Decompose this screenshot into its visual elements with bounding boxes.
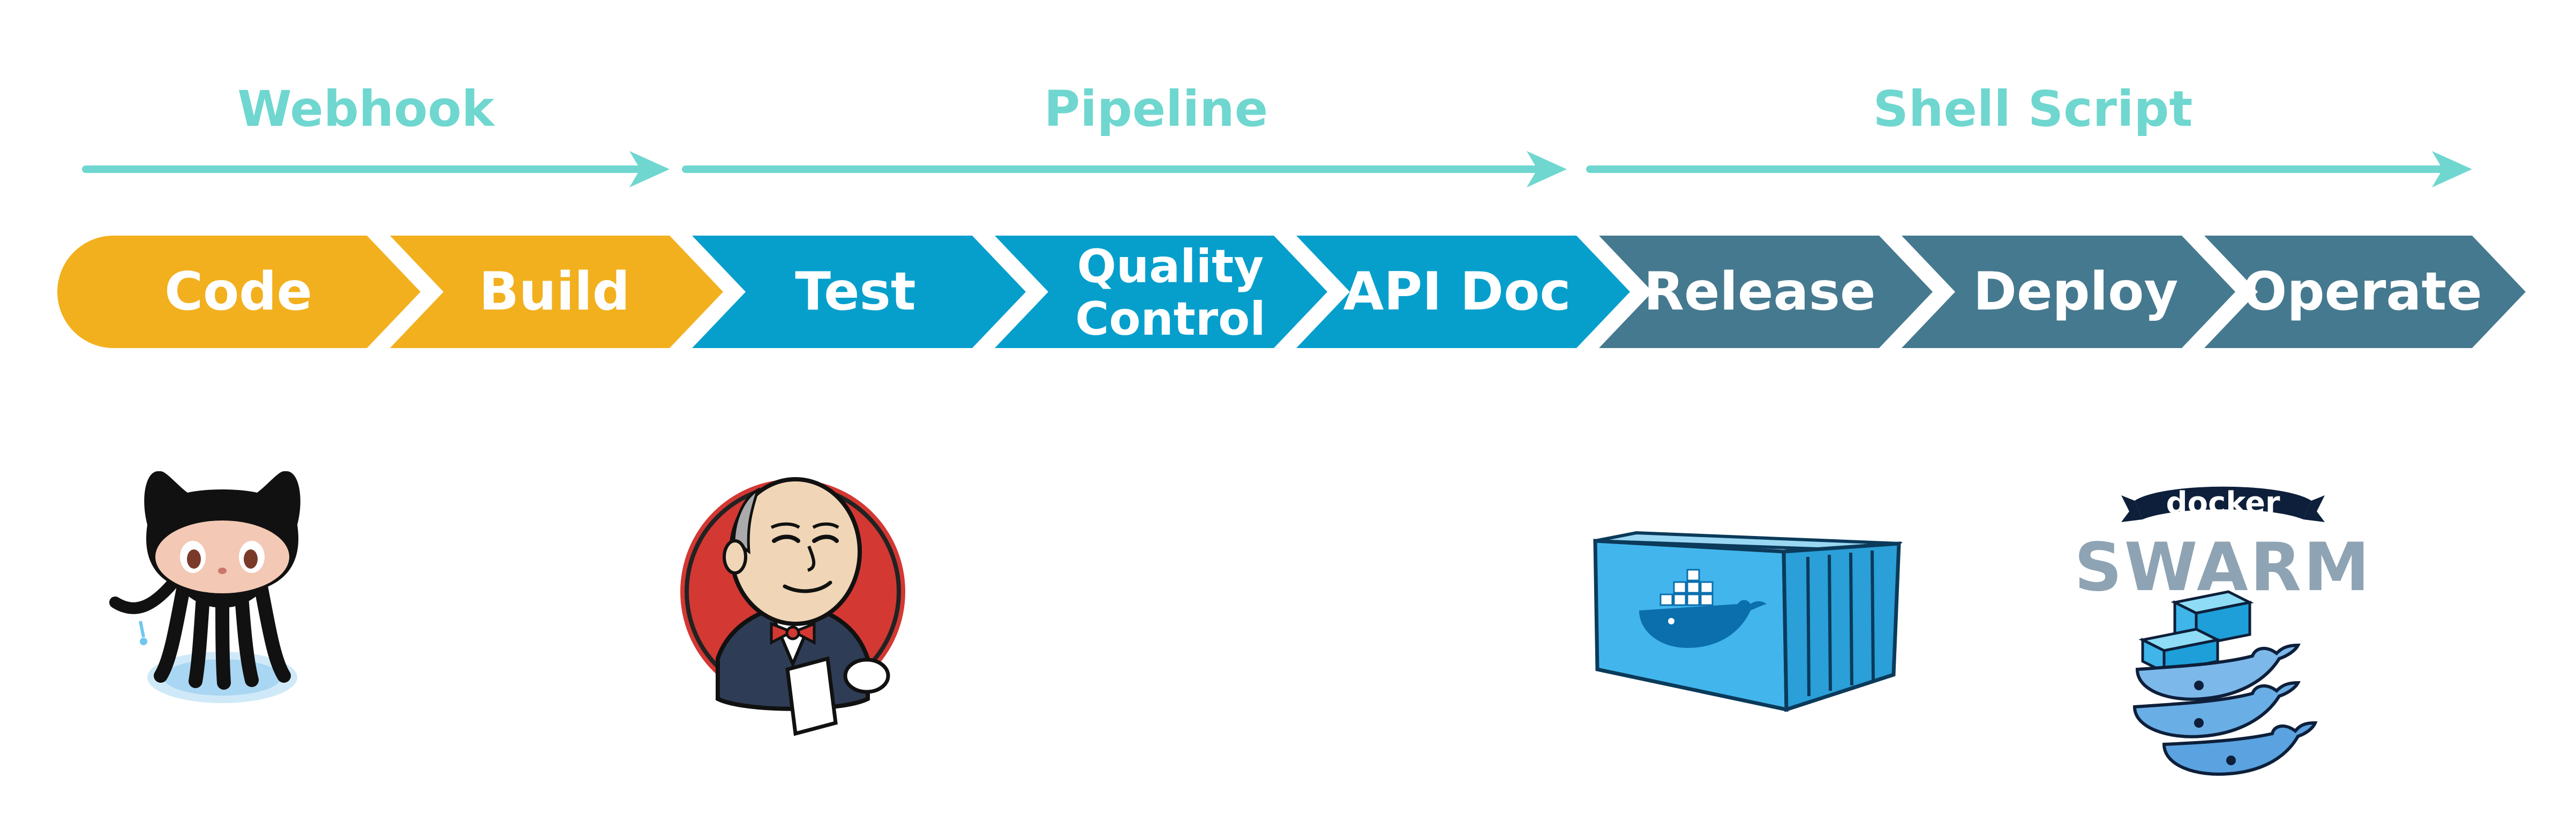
step-chevron-code [57, 236, 420, 348]
step-chevron-deploy [1902, 236, 2235, 348]
phase-label-pipeline: Pipeline [1044, 80, 1268, 138]
step-chevron-test [692, 236, 1026, 348]
step-label-code: Code [164, 261, 312, 322]
step-quality-control: Quality Control [995, 236, 1327, 348]
step-label-operate: Operate [2242, 261, 2482, 322]
phase-arrowhead-webhook [629, 151, 670, 187]
step-api-doc: API Doc [1296, 236, 1630, 348]
step-chevron-operate [2204, 236, 2526, 348]
swarm-banner [2135, 486, 2311, 519]
step-label-control: Control [1075, 292, 1266, 346]
docker-container-icon [1593, 531, 1903, 712]
docker-swarm-icon: docker SWARM [2074, 486, 2370, 776]
phase-label-shell-script: Shell Script [1873, 80, 2193, 138]
step-code: Code [57, 236, 420, 348]
step-label-build: Build [479, 261, 630, 322]
step-chevron-release [1599, 236, 1933, 348]
phase-pipeline: Pipeline [682, 80, 1567, 187]
step-release: Release [1599, 236, 1933, 348]
step-chevron-build [390, 236, 723, 348]
step-label-test: Test [795, 261, 915, 322]
jenkins-butler-icon [680, 477, 905, 736]
step-chevron-api-doc [1296, 236, 1630, 348]
step-build: Build [390, 236, 723, 348]
phase-label-webhook: Webhook [237, 80, 495, 138]
step-label-deploy: Deploy [1973, 261, 2179, 322]
phase-arrowhead-pipeline [1527, 151, 1567, 187]
step-chevron-quality-control [995, 236, 1327, 348]
step-label-api-doc: API Doc [1343, 261, 1571, 322]
swarm-banner-text: docker [2166, 486, 2280, 520]
step-operate: Operate [2204, 236, 2526, 348]
step-label-quality: Quality [1077, 240, 1264, 293]
github-octocat-icon [109, 471, 301, 703]
phase-webhook: Webhook [82, 80, 670, 187]
step-test: Test [692, 236, 1026, 348]
phase-shell-script: Shell Script [1586, 80, 2472, 187]
step-deploy: Deploy [1902, 236, 2235, 348]
step-label-release: Release [1644, 261, 1876, 322]
phase-arrowhead-shell-script [2432, 151, 2472, 187]
